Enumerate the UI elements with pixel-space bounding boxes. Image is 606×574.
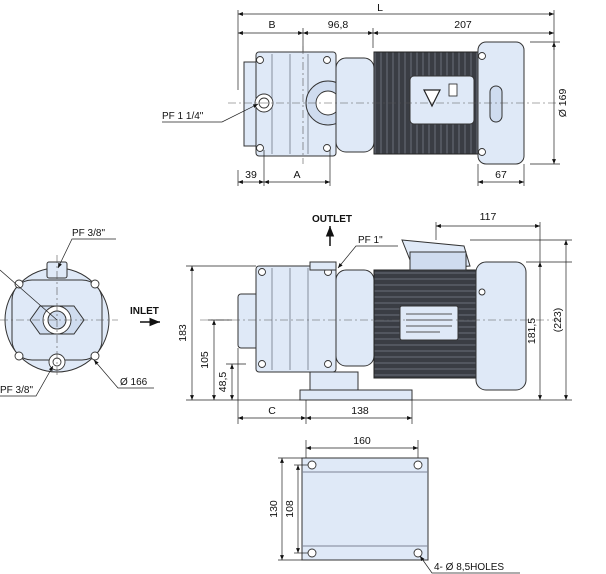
dim-67: 67	[495, 169, 507, 181]
dim-A: A	[293, 169, 300, 181]
end-view: PF 3/8" PF 3/8" Ø 166 INLET	[0, 228, 160, 397]
dim-L: L	[377, 2, 383, 14]
dim-B: B	[268, 19, 275, 31]
dim-181-5: 181,5	[526, 318, 538, 344]
dim-39: 39	[245, 169, 257, 181]
label-holes: 4- Ø 8,5HOLES	[434, 562, 504, 573]
dim-C: C	[268, 405, 276, 417]
label-pf-1-1-4: PF 1 1/4"	[162, 111, 204, 122]
dim-dia-169: Ø 169	[557, 89, 569, 118]
label-dia-166: Ø 166	[120, 377, 148, 388]
side-pump-head	[255, 265, 337, 373]
dim-183: 183	[177, 324, 189, 342]
base-plate	[301, 457, 429, 561]
dim-138: 138	[351, 405, 369, 417]
label-inlet: INLET	[130, 306, 159, 317]
nameplate	[399, 305, 459, 341]
dim-96-8: 96,8	[328, 19, 349, 31]
top-view: L B 96,8 207	[162, 2, 569, 186]
label-outlet: OUTLET	[312, 214, 352, 225]
dim-160: 160	[353, 435, 371, 447]
label-pf-3-8-bottom: PF 3/8"	[0, 385, 33, 396]
side-fan-cover	[475, 261, 527, 391]
terminal-box	[409, 75, 475, 125]
dim-207: 207	[454, 19, 472, 31]
side-view: OUTLET PF 1" 117	[177, 211, 572, 424]
base-view: 160 130 108 4- Ø 8,5HOLES	[268, 435, 520, 574]
warning-triangle-icon	[423, 89, 441, 108]
dim-48-5: 48,5	[217, 372, 229, 393]
dim-223: (223)	[552, 308, 564, 333]
dim-108: 108	[284, 500, 296, 518]
side-base-plate	[299, 389, 413, 401]
dim-130: 130	[268, 500, 280, 518]
dim-105: 105	[199, 351, 211, 369]
dim-117: 117	[480, 211, 497, 223]
label-pf-1: PF 1"	[358, 235, 383, 246]
label-pf-3-8-top: PF 3/8"	[72, 228, 105, 239]
